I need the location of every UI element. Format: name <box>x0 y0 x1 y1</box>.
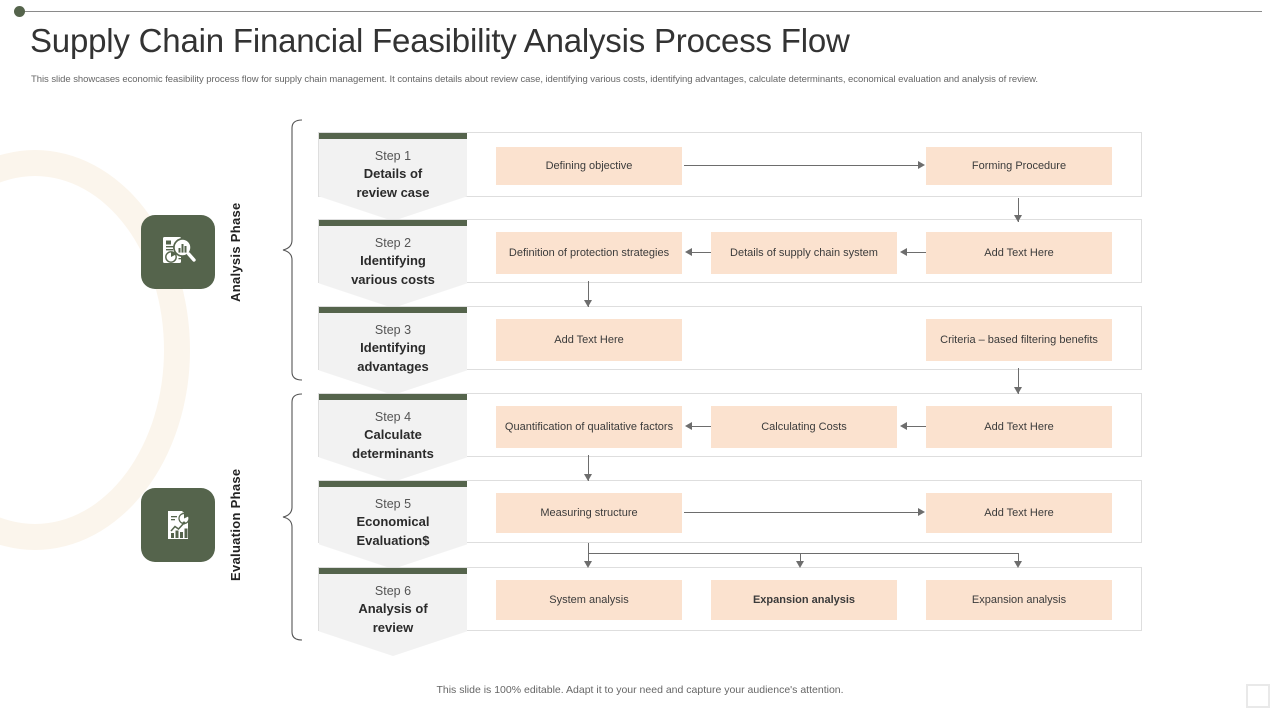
connector-r5-bus <box>588 553 1019 554</box>
step-number: Step 5 <box>374 497 412 511</box>
process-box-r3c1[interactable]: Add Text Here <box>496 319 682 361</box>
process-row-2: Step 2 Identifying various costs Definit… <box>318 219 1142 308</box>
arrowhead-left-r2b <box>900 247 907 256</box>
arrowhead-left-r2a <box>685 247 692 256</box>
financial-report-chart-icon <box>168 511 190 539</box>
connector-r2-right-left <box>906 252 926 253</box>
step-accent-bar <box>319 394 467 400</box>
arrowhead-right-r5 <box>918 507 925 516</box>
step-title-line2: review case <box>356 184 430 200</box>
step-number: Step 2 <box>374 236 412 250</box>
step-card-3[interactable]: Step 3 Identifying advantages <box>319 307 467 395</box>
step-title-line2: various costs <box>351 271 435 287</box>
page-subtitle: This slide showcases economic feasibilit… <box>31 74 1038 85</box>
arrowhead-down-r6a <box>584 561 592 568</box>
step-accent-bar <box>319 220 467 226</box>
step-accent-bar <box>319 133 467 139</box>
arrowhead-down-r6b <box>796 561 804 568</box>
step-number: Step 1 <box>374 149 412 163</box>
step-accent-bar <box>319 568 467 574</box>
connector-r2-mid-left <box>691 252 711 253</box>
arrowhead-right-r1 <box>918 160 925 169</box>
step-card-4[interactable]: Step 4 Calculate determinants <box>319 394 467 482</box>
step-card-2[interactable]: Step 2 Identifying various costs <box>319 220 467 308</box>
process-box-r4c3[interactable]: Add Text Here <box>926 406 1112 448</box>
step-title-line2: Evaluation$ <box>356 532 430 548</box>
step-title-line1: Identifying <box>360 253 426 269</box>
arrowhead-down-r1r2 <box>1014 215 1022 222</box>
process-box-r2c1[interactable]: Definition of protection strategies <box>496 232 682 274</box>
process-box-r5c2[interactable]: Add Text Here <box>926 493 1112 533</box>
process-box-r1c2[interactable]: Forming Procedure <box>926 147 1112 185</box>
step-title-line1: Analysis of <box>358 601 428 617</box>
connector-r5-drop <box>588 543 589 553</box>
arrowhead-down-r4r5 <box>584 474 592 481</box>
process-row-5: Step 5 Economical Evaluation$ Measuring … <box>318 480 1142 569</box>
process-row-4: Step 4 Calculate determinants Quantifica… <box>318 393 1142 482</box>
process-box-r2c3[interactable]: Add Text Here <box>926 232 1112 274</box>
connector-r1-right <box>684 165 918 166</box>
process-box-r3c2[interactable]: Criteria – based filtering benefits <box>926 319 1112 361</box>
process-row-3: Step 3 Identifying advantages Add Text H… <box>318 306 1142 395</box>
connector-r4-to-r5 <box>588 455 589 481</box>
step-card-5[interactable]: Step 5 Economical Evaluation$ <box>319 481 467 569</box>
process-row-6: Step 6 Analysis of review System analysi… <box>318 567 1142 656</box>
step-number: Step 6 <box>374 584 412 598</box>
step-accent-bar <box>319 481 467 487</box>
phase-bracket-evaluation <box>282 393 303 641</box>
step-card-1[interactable]: Step 1 Details of review case <box>319 133 467 221</box>
slide-footnote: This slide is 100% editable. Adapt it to… <box>436 684 844 696</box>
connector-r6-drop-mid <box>800 553 801 565</box>
process-box-r4c1[interactable]: Quantification of qualitative factors <box>496 406 682 448</box>
data-analysis-magnifier-icon <box>163 237 196 263</box>
arrowhead-down-r3r4 <box>1014 387 1022 394</box>
step-accent-bar <box>319 307 467 313</box>
process-box-r4c2[interactable]: Calculating Costs <box>711 406 897 448</box>
process-row-1: Step 1 Details of review case Defining o… <box>318 132 1142 221</box>
connector-r6-drop-left <box>588 553 589 565</box>
step-number: Step 3 <box>374 323 412 337</box>
page-title: Supply Chain Financial Feasibility Analy… <box>30 22 850 59</box>
phase-icon-evaluation <box>141 488 215 562</box>
phase-icon-analysis <box>141 215 215 289</box>
process-box-r1c1[interactable]: Defining objective <box>496 147 682 185</box>
arrowhead-left-r4a <box>685 421 692 430</box>
connector-r4-right-left <box>906 426 926 427</box>
connector-r3-to-r4 <box>1018 368 1019 394</box>
step-card-6[interactable]: Step 6 Analysis of review <box>319 568 467 656</box>
connector-r5-right <box>684 512 918 513</box>
process-box-r5c1[interactable]: Measuring structure <box>496 493 682 533</box>
connector-r1-to-r2 <box>1018 198 1019 222</box>
step-title-line2: review <box>372 619 414 635</box>
step-title-line1: Calculate <box>364 427 422 443</box>
header-rule <box>24 11 1262 12</box>
connector-r4-mid-left <box>691 426 711 427</box>
step-title-line2: advantages <box>357 358 429 374</box>
phase-bracket-analysis <box>282 119 303 381</box>
phase-label-evaluation: Evaluation Phase <box>228 468 243 581</box>
corner-square-marker <box>1246 684 1270 708</box>
step-title-line1: Details of <box>363 166 423 182</box>
arrowhead-down-r6c <box>1014 561 1022 568</box>
process-box-r6c3[interactable]: Expansion analysis <box>926 580 1112 620</box>
arrowhead-down-r2r3 <box>584 300 592 307</box>
phase-label-analysis: Analysis Phase <box>228 202 243 302</box>
step-number: Step 4 <box>374 410 412 424</box>
connector-r6-drop-right <box>1018 553 1019 565</box>
arrowhead-left-r4b <box>900 421 907 430</box>
connector-r2-to-r3 <box>588 281 589 307</box>
process-box-r6c2[interactable]: Expansion analysis <box>711 580 897 620</box>
step-title-line2: determinants <box>352 445 434 461</box>
step-title-line1: Identifying <box>360 340 426 356</box>
header-dot <box>14 6 25 17</box>
process-box-r2c2[interactable]: Details of supply chain system <box>711 232 897 274</box>
step-title-line1: Economical <box>356 514 430 530</box>
process-box-r6c1[interactable]: System analysis <box>496 580 682 620</box>
